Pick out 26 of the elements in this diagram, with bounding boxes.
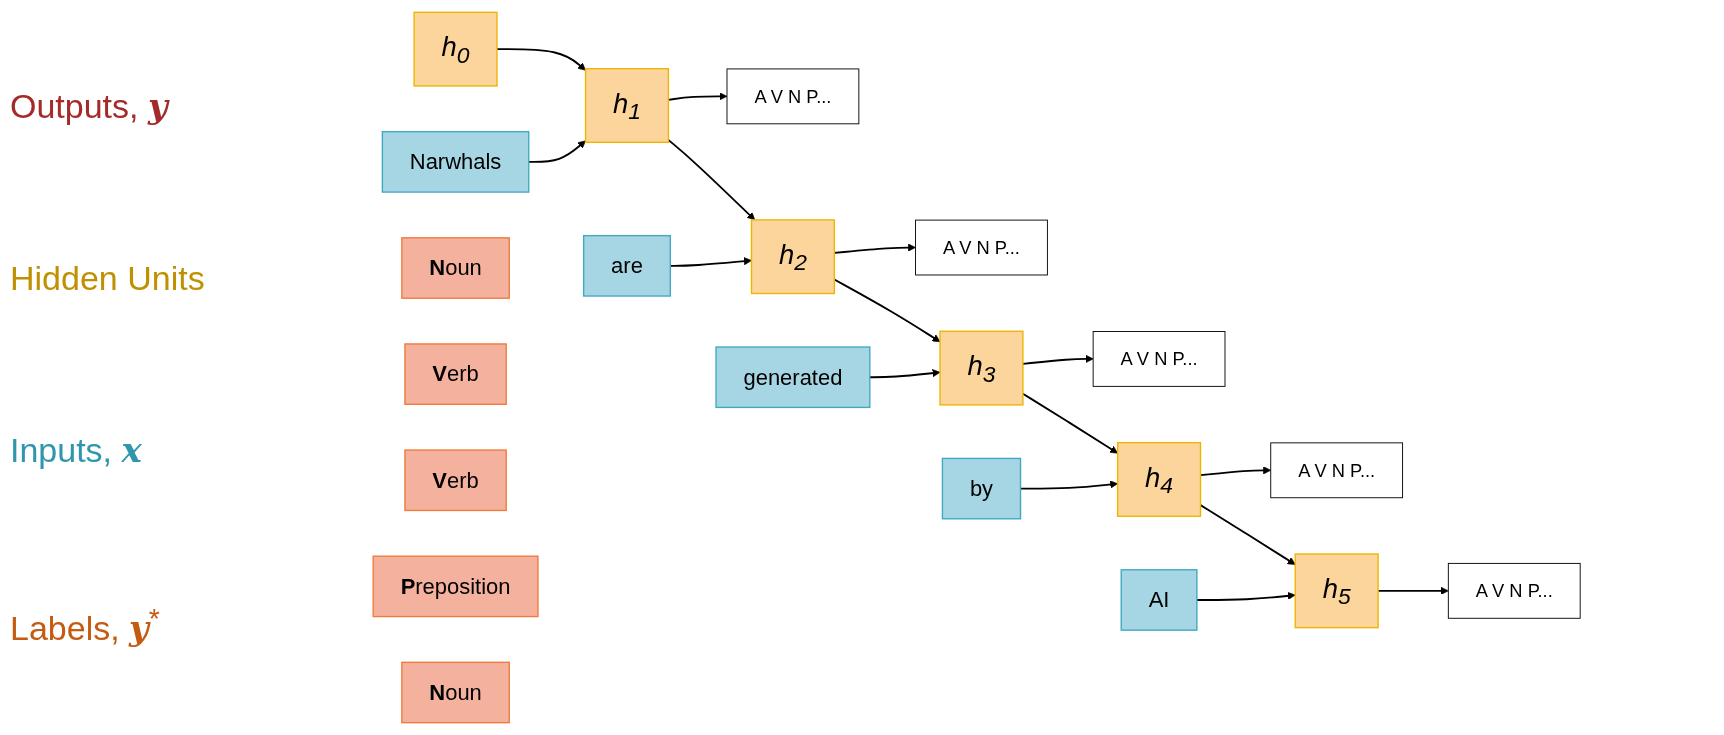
node-box: Verb [404, 449, 508, 512]
node-box: h$_{1}$ [585, 68, 670, 144]
node-box: A V N P... [1448, 562, 1581, 619]
node-box: A V N P... [1093, 331, 1226, 387]
row-label: Labels, y$^{*}$ [10, 602, 161, 649]
node-box: h$_{3}$ [939, 330, 1024, 406]
node-box: A V N P... [1270, 442, 1404, 499]
arrow [667, 139, 756, 221]
node-box: generated [715, 346, 871, 409]
node-box: by [942, 457, 1022, 520]
node-box: Verb [404, 343, 508, 405]
node-box: h$_{2}$ [751, 219, 836, 295]
node-box: Noun [401, 661, 511, 724]
row-label: Outputs, y [10, 86, 171, 127]
node-box: Narwhals [382, 131, 530, 193]
node-box: A V N P... [915, 219, 1049, 276]
node-box: A V N P... [726, 68, 860, 125]
node-box: h$_{5}$ [1294, 553, 1380, 629]
node-box: AI [1120, 569, 1198, 631]
node-box: h$_{0}$ [413, 11, 498, 87]
node-box: Preposition [372, 555, 539, 618]
row-label: Hidden Units [10, 258, 206, 298]
node-box: are [583, 234, 672, 297]
row-label: Inputs, x [10, 430, 143, 470]
node-box: Noun [401, 237, 511, 299]
node-box: h$_{4}$ [1117, 441, 1202, 517]
